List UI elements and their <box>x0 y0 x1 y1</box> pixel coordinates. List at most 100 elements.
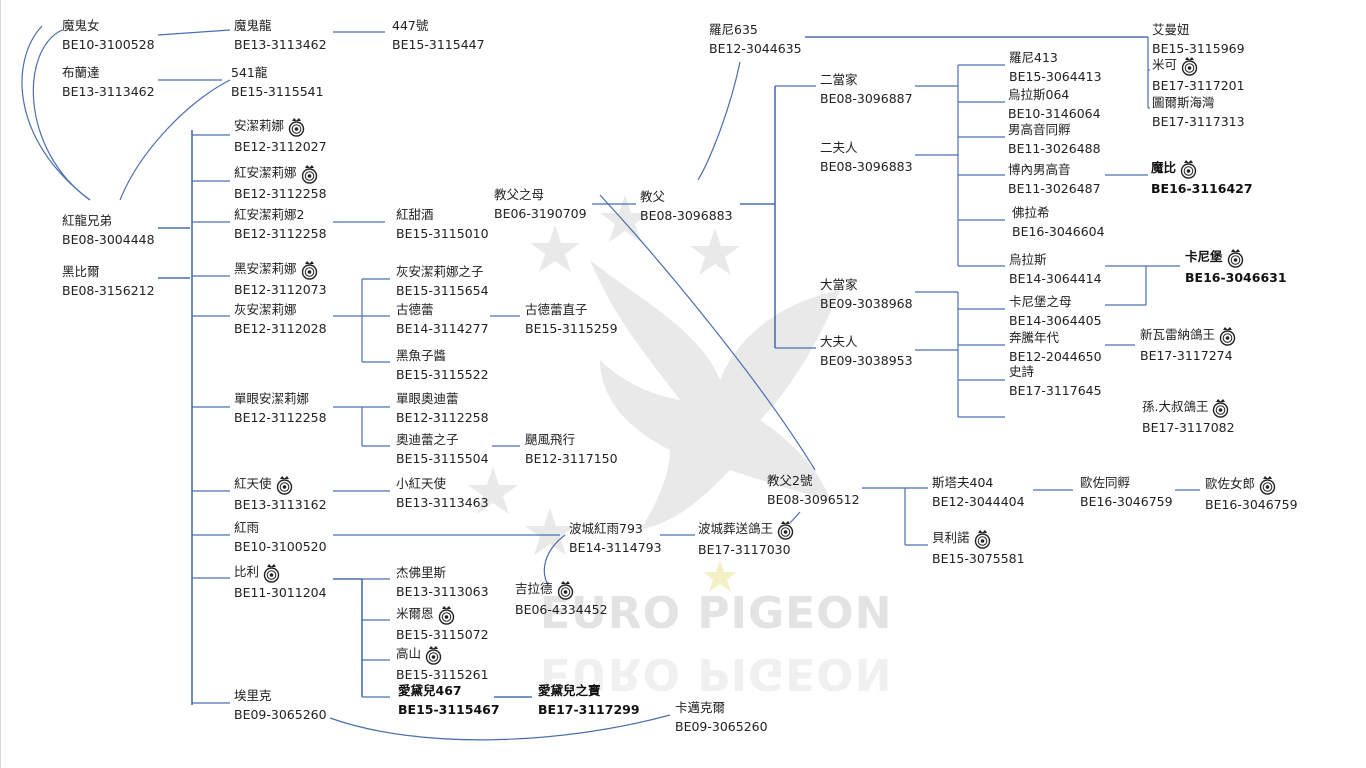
pigeon-name-text: 高山 <box>396 646 422 661</box>
pigeon-name-text: 灰安潔莉娜之子 <box>396 264 484 279</box>
pigeon-ring-id: BE09-3038968 <box>820 296 913 311</box>
pigeon-name: 埃里克 <box>234 686 327 705</box>
pigeon-node-dafuren: 大夫人 BE09-3038953 <box>820 332 913 370</box>
pigeon-name-text: 男高音同孵 <box>1008 122 1071 137</box>
pigeon-ring-id: BE13-3113063 <box>396 584 489 599</box>
pigeon-ring-id: BE15-3064413 <box>1009 69 1102 84</box>
connector-curve <box>119 79 231 201</box>
pigeon-name: 艾曼妞 <box>1152 20 1245 39</box>
pigeon-name-text: 紅天使 <box>234 476 272 491</box>
connector-curve <box>32 29 91 201</box>
pigeon-ring-id: BE12-3112028 <box>234 321 327 336</box>
pigeon-name-text: 紅雨 <box>234 520 260 535</box>
pigeon-ring-id: BE14-3114793 <box>569 540 662 555</box>
pigeon-name: 大夫人 <box>820 332 913 351</box>
pigeon-ring-id: BE09-3038953 <box>820 353 913 368</box>
pigeon-name: 古德蕾 <box>396 300 489 319</box>
pigeon-name-text: 魔比 <box>1151 160 1177 175</box>
pigeon-name-text: 奔騰年代 <box>1009 330 1060 345</box>
pigeon-name: 魔鬼女 <box>62 16 155 35</box>
pigeon-name: 高山 <box>396 644 489 665</box>
pigeon-ring-id: BE10-3146064 <box>1008 106 1101 121</box>
pigeon-name: 卡邁克爾 <box>675 698 768 717</box>
pigeon-ring-id: BE15-3115259 <box>525 321 618 336</box>
pigeon-name: 愛黛兒之寶 <box>538 681 640 700</box>
pigeon-name-text: 黑安潔莉娜 <box>234 261 297 276</box>
pigeon-name-text: 小紅天使 <box>396 476 447 491</box>
pigeon-ring-id: BE08-3096883 <box>820 159 913 174</box>
pigeon-name: 貝利諾 <box>932 528 1025 549</box>
pigeon-ring-id: BE11-3026488 <box>1008 141 1101 156</box>
medal-icon <box>1259 475 1276 495</box>
pigeon-name: 奔騰年代 <box>1009 328 1102 347</box>
pigeon-ring-id: BE09-3065260 <box>234 707 327 722</box>
pigeon-ring-id: BE09-3065260 <box>675 719 768 734</box>
pigeon-ring-id: BE16-3046604 <box>1012 224 1105 239</box>
pigeon-name: 奧迪蕾之子 <box>396 430 489 449</box>
medal-icon <box>301 260 317 280</box>
connector-curve <box>329 714 671 741</box>
pigeon-ring-id: BE12-3112027 <box>234 138 327 154</box>
pigeon-name-text: 米可 <box>1152 57 1178 72</box>
pigeon-ring-id: BE15-3115969 <box>1152 41 1245 56</box>
pigeon-name: 羅尼413 <box>1009 48 1102 67</box>
pigeon-ring-id: BE14-3114277 <box>396 321 489 336</box>
connector-curve <box>599 194 816 471</box>
pigeon-name-text: 羅尼413 <box>1009 50 1058 65</box>
pigeon-name: 單眼奧迪蕾 <box>396 389 489 408</box>
pigeon-name: 吉拉德 <box>515 579 608 600</box>
pigeon-name: 羅尼635 <box>709 20 802 39</box>
pigeon-name-text: 大當家 <box>820 277 858 292</box>
pigeon-name: 紅甜酒 <box>396 205 489 224</box>
pigeon-name: 二夫人 <box>820 138 913 157</box>
pigeon-name-text: 教父之母 <box>494 187 545 202</box>
pigeon-ring-id: BE17-3117313 <box>1152 114 1245 129</box>
pigeon-ring-id: BE12-3044635 <box>709 41 802 56</box>
pigeon-name: 男高音同孵 <box>1008 120 1101 139</box>
pigeon-name: 歐佐女郎 <box>1205 474 1298 495</box>
pigeon-ring-id: BE12-3112258 <box>234 185 327 201</box>
pigeon-name: 紅雨 <box>234 518 327 537</box>
pigeon-ring-id: BE17-3117274 <box>1140 347 1233 363</box>
pigeon-name-text: 佛拉希 <box>1012 205 1050 220</box>
pigeon-name-text: 魔鬼龍 <box>234 18 272 33</box>
medal-icon <box>974 529 990 549</box>
pigeon-ring-id: BE12-3112258 <box>234 226 327 241</box>
pigeon-name: 紅龍兄弟 <box>62 211 155 230</box>
pigeon-ring-id: BE17-3117645 <box>1009 383 1102 398</box>
pigeon-name: 卡尼堡 <box>1185 247 1287 268</box>
pigeon-ring-id: BE16-3116427 <box>1151 180 1253 196</box>
pigeon-name: 比利 <box>234 562 327 583</box>
pigeon-name: 541龍 <box>231 63 324 82</box>
pigeon-ring-id: BE10-3100528 <box>62 37 155 52</box>
pigeon-node-kashike: 卡邁克爾 BE09-3065260 <box>675 698 768 736</box>
pigeon-ring-id: BE06-3190709 <box>494 206 587 221</box>
pigeon-name: 黑安潔莉娜 <box>234 259 327 280</box>
pigeon-ring-id: BE15-3075581 <box>932 550 1025 566</box>
pigeon-ring-id: BE08-3096512 <box>767 492 860 507</box>
pigeon-name-text: 教父 <box>640 189 666 204</box>
pigeon-name-text: 灰安潔莉娜 <box>234 302 297 317</box>
pigeon-name-text: 奧迪蕾之子 <box>396 432 459 447</box>
pigeon-name: 杰佛里斯 <box>396 563 489 582</box>
pigeon-name-text: 單眼安潔莉娜 <box>234 391 310 406</box>
